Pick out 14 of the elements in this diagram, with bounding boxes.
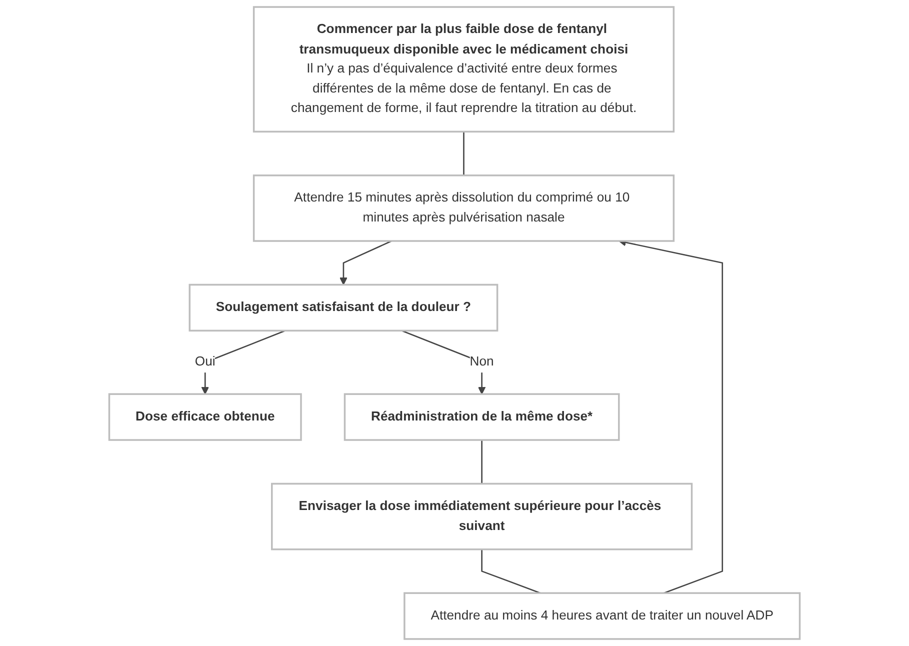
node-box: Soulagement satisfaisant de la douleur ? — [188, 284, 498, 332]
arrow — [201, 330, 286, 394]
node-box: Commencer par la plus faible dose de fentanyl transmuqueux disponible avec le médicament choisi Il n’y a pas d’équivalence d’activité entre deux formes différentes de la même dose de fentanyl. En cas de changement de forme, il faut reprendre la titration au début. — [252, 6, 675, 133]
edge-label: Non — [470, 354, 494, 370]
connector — [481, 440, 482, 484]
edge-label: Oui — [194, 354, 216, 370]
node-box: Attendre 15 minutes après dissolution du comprimé ou 10 minutes après pulvérisation nasale — [252, 174, 675, 242]
arrow — [340, 240, 392, 286]
node-box: Dose efficace obtenue — [108, 393, 302, 441]
node-box: Réadministration de la même dose* — [344, 393, 620, 441]
node-box: Envisager la dose immédiatement supérieure pour l’accès suivant — [271, 482, 693, 550]
connector — [481, 549, 541, 594]
connector — [463, 132, 464, 176]
node-box: Attendre au moins 4 heures avant de traiter un nouvel ADP — [404, 592, 801, 640]
